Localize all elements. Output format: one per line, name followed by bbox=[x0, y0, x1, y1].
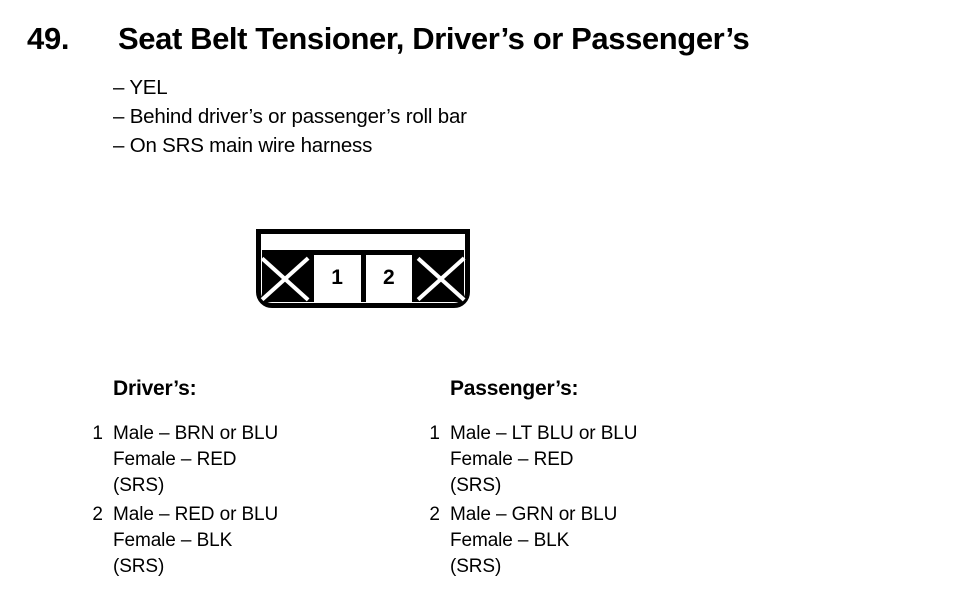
connector-cavity-1: 1 bbox=[313, 255, 366, 302]
pin-detail-line: (SRS) bbox=[113, 475, 165, 496]
connector-cavity-blocked bbox=[417, 255, 464, 302]
pin-entry: 1 Male – BRN or BLU Female – RED (SRS) bbox=[92, 421, 279, 499]
pin-detail-line: Male – RED or BLU bbox=[113, 504, 279, 525]
pin-number: 1 bbox=[429, 423, 440, 444]
connector-cavity-2: 2 bbox=[365, 255, 418, 302]
pin-entry: 1 Male – LT BLU or BLU Female – RED (SRS… bbox=[429, 421, 638, 499]
pin-entry: 2 Male – RED or BLU Female – BLK (SRS) bbox=[92, 502, 279, 580]
note-line: – On SRS main wire harness bbox=[113, 134, 373, 157]
connector-cavity-blocked bbox=[262, 255, 314, 302]
legend-column-driver: Driver’s: 1 Male – BRN or BLU Female – R… bbox=[92, 377, 279, 583]
connector-cavity-row: 1 2 bbox=[261, 255, 465, 303]
note-line: – Behind driver’s or passenger’s roll ba… bbox=[113, 105, 467, 128]
note-line: – YEL bbox=[113, 76, 168, 99]
pin-detail-line: Female – RED bbox=[113, 449, 237, 470]
pin-number: 2 bbox=[429, 504, 440, 525]
pin-detail-line: (SRS) bbox=[113, 556, 165, 577]
notes-list: – YEL – Behind driver’s or passenger’s r… bbox=[113, 73, 467, 160]
pin-detail-line: Male – GRN or BLU bbox=[450, 504, 618, 525]
pin-detail-line: Male – BRN or BLU bbox=[113, 423, 279, 444]
column-heading: Driver’s: bbox=[113, 377, 197, 400]
cavity-label: 1 bbox=[331, 266, 343, 289]
pin-number: 1 bbox=[92, 423, 103, 444]
pin-detail-line: Male – LT BLU or BLU bbox=[450, 423, 638, 444]
pin-detail-line: (SRS) bbox=[450, 475, 502, 496]
pin-detail-line: Female – BLK bbox=[113, 530, 233, 551]
page-title: 49. Seat Belt Tensioner, Driver’s or Pas… bbox=[27, 21, 750, 57]
connector-latch-bar bbox=[262, 235, 464, 255]
connector-diagram: 1 2 bbox=[256, 229, 470, 308]
pin-detail-line: Female – BLK bbox=[450, 530, 570, 551]
pin-number: 2 bbox=[92, 504, 103, 525]
item-number: 49. bbox=[27, 21, 70, 56]
pin-detail-line: Female – RED bbox=[450, 449, 574, 470]
item-title: Seat Belt Tensioner, Driver’s or Passeng… bbox=[118, 21, 750, 56]
pin-entry: 2 Male – GRN or BLU Female – BLK (SRS) bbox=[429, 502, 637, 580]
cavity-label: 2 bbox=[383, 266, 395, 289]
pin-detail-line: (SRS) bbox=[450, 556, 502, 577]
legend-column-passenger: Passenger’s: 1 Male – LT BLU or BLU Fema… bbox=[429, 377, 638, 583]
column-heading: Passenger’s: bbox=[450, 377, 579, 400]
